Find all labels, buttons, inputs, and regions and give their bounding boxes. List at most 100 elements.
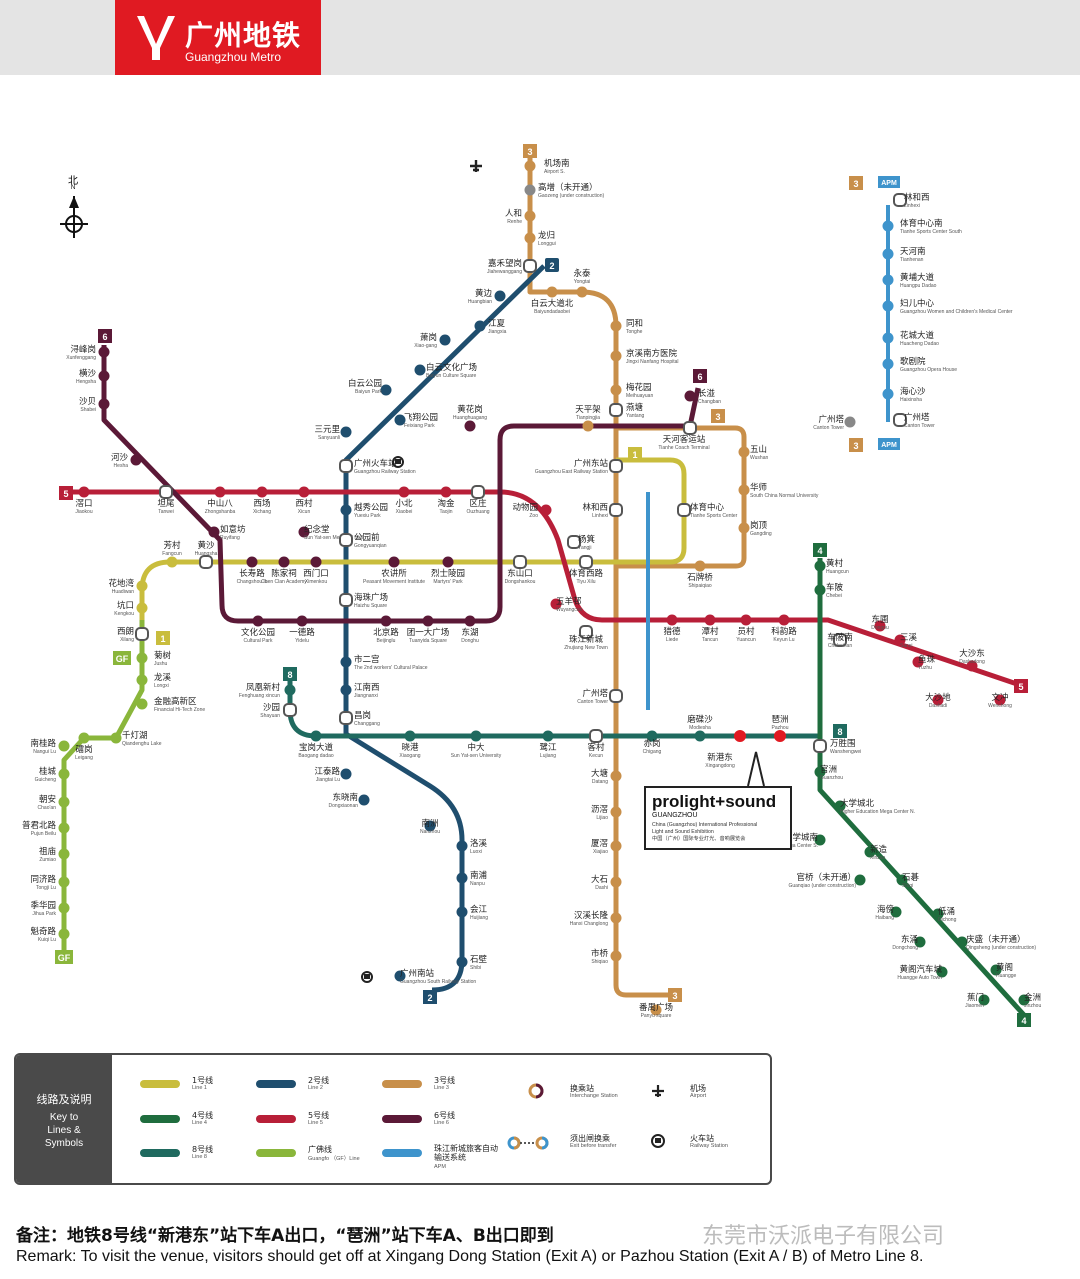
- venue-station-pazhou[interactable]: [774, 730, 786, 742]
- station-gaozeng[interactable]: 高增（未开通）Gaozeng (under construction): [524, 182, 605, 199]
- station-qingsheng[interactable]: 庆盛（未开通）Qingsheng (under construction): [956, 934, 1037, 951]
- station-guanqiao[interactable]: 官桥（未开通）Guanqiao (under construction): [788, 872, 866, 889]
